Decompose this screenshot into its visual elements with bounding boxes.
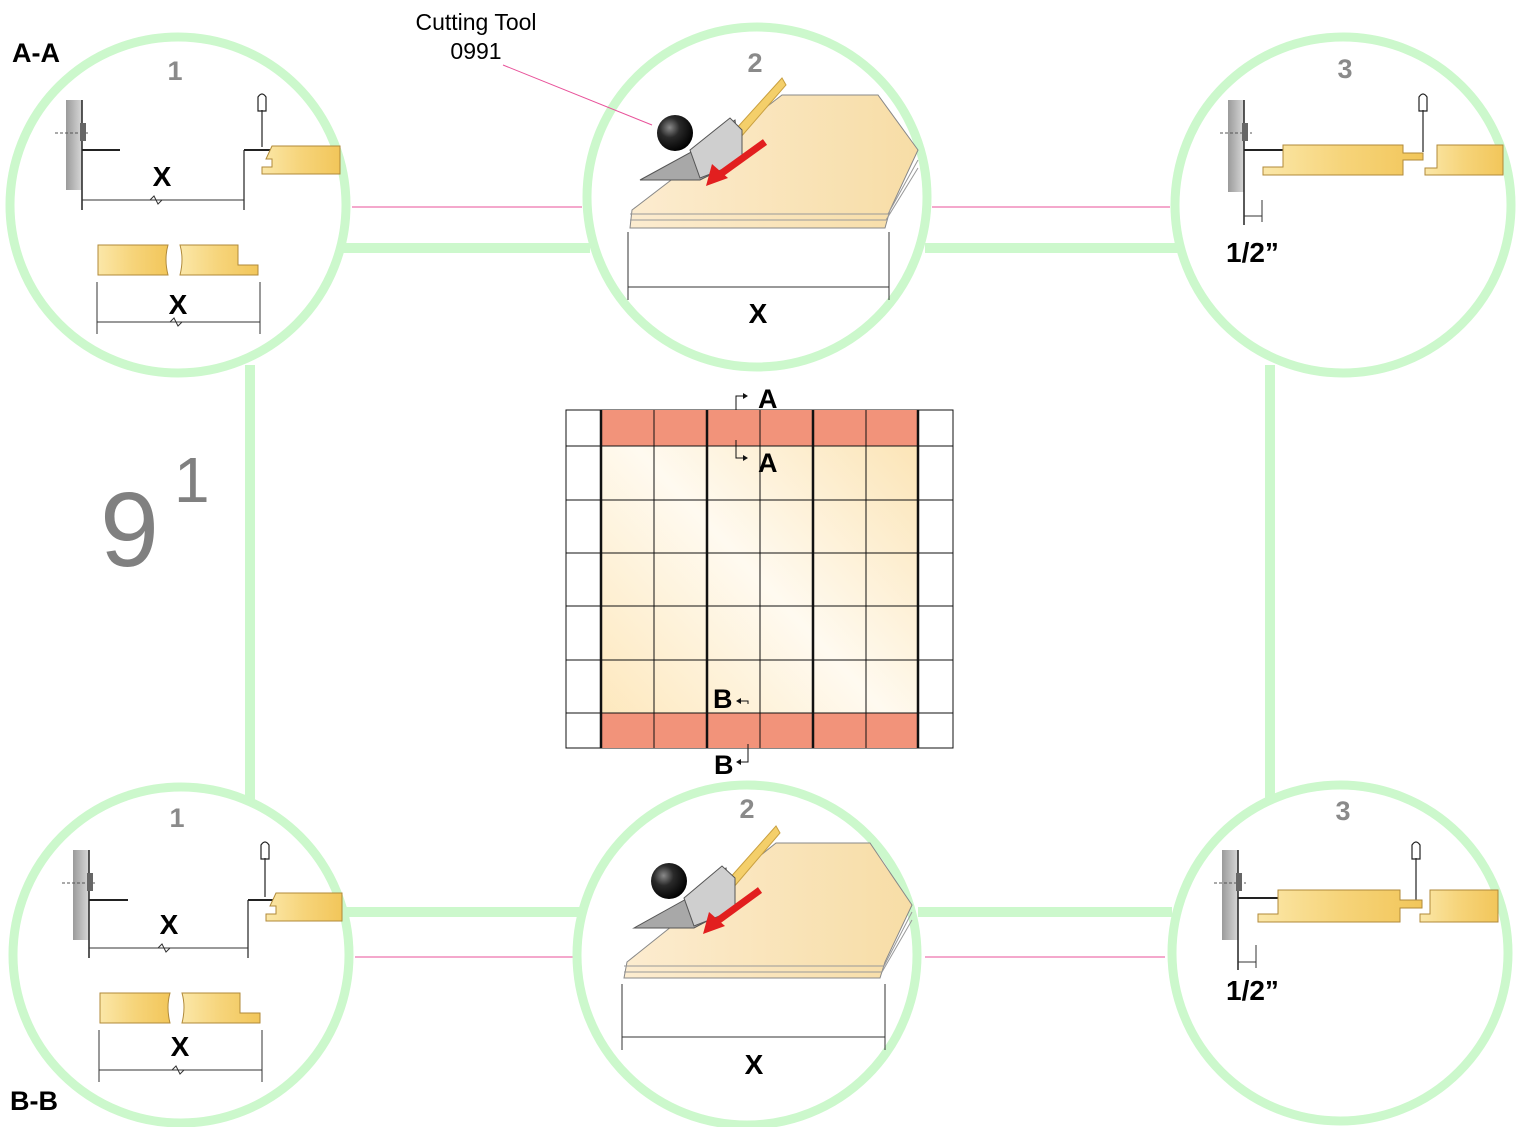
tool-callout-line2: 0991: [450, 38, 501, 64]
step-number-top-2: 2: [747, 48, 762, 78]
page-number: 9: [100, 471, 159, 589]
dimension-gap-top: 1/2”: [1226, 237, 1279, 268]
cut-mark-a-bottom: A: [758, 448, 778, 478]
connector-lines: [245, 243, 1275, 917]
dimension-x-bottom-1a: X: [160, 909, 179, 940]
dimension-x-bottom-2: X: [745, 1049, 764, 1080]
ceiling-grid: [565, 393, 954, 765]
step-number-bottom-1: 1: [169, 803, 184, 833]
step-1-top-detail: [55, 93, 341, 334]
tool-callout-line1: Cutting Tool: [415, 9, 536, 35]
dimension-x-bottom-1b: X: [171, 1031, 190, 1062]
step-number-bottom-3: 3: [1335, 796, 1350, 826]
dimension-gap-bottom: 1/2”: [1226, 975, 1279, 1006]
dimension-x-top-1a: X: [153, 161, 172, 192]
cut-mark-a-top: A: [758, 384, 778, 414]
page-number-superscript: 1: [174, 444, 210, 516]
dimension-x-top-1b: X: [169, 289, 188, 320]
section-label-a: A-A: [12, 38, 60, 68]
cut-mark-b-bottom: B: [714, 750, 734, 780]
step-1-bottom-detail: [62, 841, 343, 1082]
step-3-bottom-detail: [1214, 841, 1499, 970]
step-2-bottom-detail: [621, 825, 913, 1050]
cut-mark-b-top: B: [713, 684, 733, 714]
step-number-top-3: 3: [1337, 54, 1352, 84]
step-2-top-detail: [627, 77, 919, 300]
section-label-b: B-B: [10, 1086, 58, 1116]
step-number-bottom-2: 2: [739, 794, 754, 824]
step-3-top-detail: [1220, 93, 1504, 225]
dimension-x-top-2: X: [749, 298, 768, 329]
step-number-top-1: 1: [167, 56, 182, 86]
callout-connectors: [352, 206, 1170, 958]
tool-callout-line: [502, 64, 653, 126]
